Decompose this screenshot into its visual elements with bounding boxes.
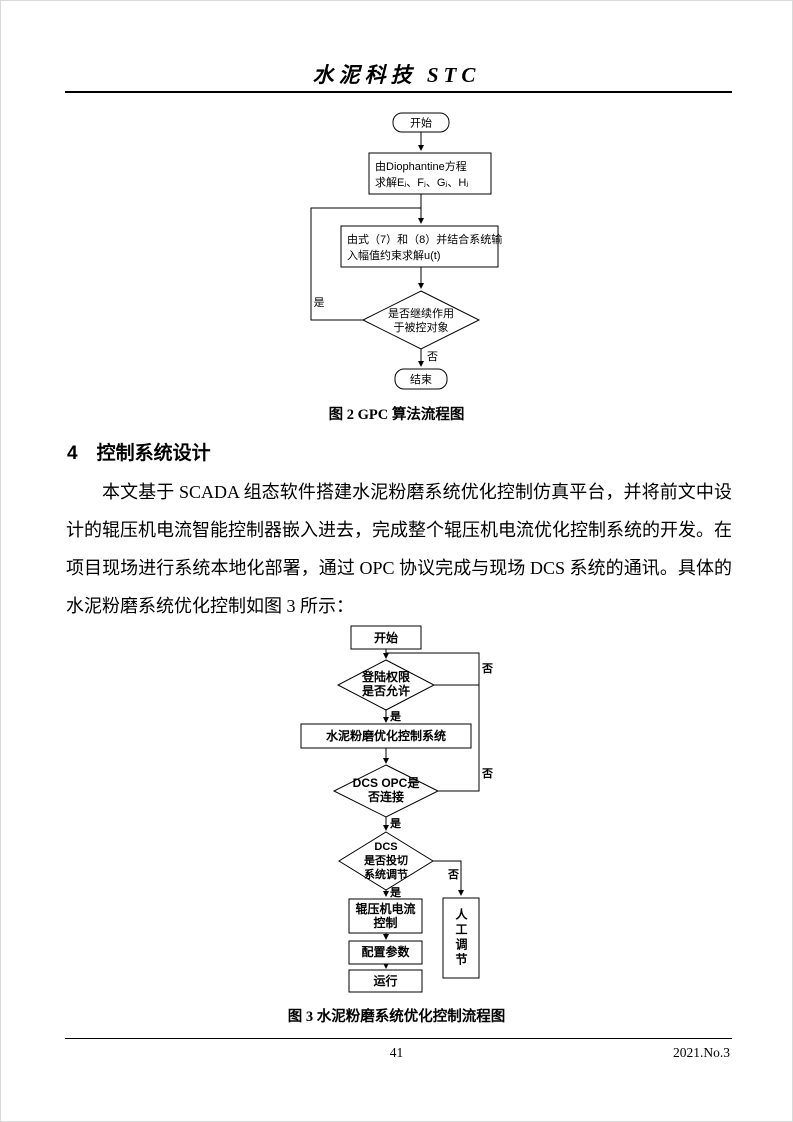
- fc2-config-box: [348, 940, 423, 965]
- fc2-switch-label-line3: 系统调节: [364, 867, 408, 881]
- fc2-opc-decision-diamond: [332, 764, 440, 818]
- figure2-flowchart-canvas: 开始 由Diophantine方程 求解Eⱼ、Fⱼ、Gⱼ、Hⱼ 由式（7）和（8…: [310, 112, 502, 390]
- footer-issue-number: 2021.No.3: [673, 1045, 730, 1060]
- fc2-login-yes-label: 是: [389, 710, 402, 723]
- fc2-switch-label-line1: DCS: [374, 841, 397, 853]
- fc2-switch-decision-diamond: [338, 831, 434, 891]
- fc2-system-process-box: [300, 723, 472, 749]
- figure3-flowchart-canvas: 开始 登陆权限 是否允许 否 是 水泥粉磨优化控制系统 DCS OPC是 否连接…: [300, 625, 493, 993]
- fc2-start-label: 开始: [374, 630, 398, 645]
- fc1-decision-label-line2: 于被控对象: [394, 320, 449, 334]
- figure2-flowchart: 开始 由Diophantine方程 求解Eⱼ、Fⱼ、Gⱼ、Hⱼ 由式（7）和（8…: [291, 106, 521, 396]
- figure3-caption: 图 3 水泥粉磨系统优化控制流程图: [287, 1009, 506, 1025]
- fc2-login-decision-diamond: [336, 659, 436, 711]
- fc2-login-no-label: 否: [481, 662, 493, 675]
- fc2-manual-adjust-label: 人工调节: [454, 907, 468, 968]
- fc2-run-label: 运行: [373, 973, 397, 988]
- fc1-start-terminator: [392, 112, 450, 133]
- fc1-compute-label-line2: 入幅值约束求解u(t): [347, 248, 441, 262]
- fc2-start-box: [350, 625, 422, 650]
- header-rule: [65, 91, 732, 93]
- fc2-system-label: 水泥粉磨优化控制系统: [326, 728, 446, 743]
- journal-title: 水泥科技 STC: [312, 63, 481, 87]
- section4-heading: 4 控制系统设计: [67, 443, 211, 464]
- fc2-opc-label-line2: 否连接: [367, 789, 404, 804]
- section4-paragraph: 本文基于 SCADA 组态软件搭建水泥粉磨系统优化控制仿真平台，并将前文中设计的…: [66, 482, 732, 616]
- fc2-current-label-line1: 辊压机电流: [355, 901, 415, 916]
- fc2-config-label: 配置参数: [361, 944, 410, 959]
- fc2-login-label-line2: 是否允许: [361, 683, 410, 698]
- fc2-switch-label-line2: 是否投切: [363, 853, 408, 867]
- fc1-compute-label-line1: 由式（7）和（8）并结合系统输: [347, 232, 502, 246]
- fc2-current-control-box: [348, 898, 423, 934]
- fc1-yes-branch-label: 是: [314, 296, 325, 309]
- fc1-no-branch-label: 否: [427, 351, 438, 363]
- fc2-opc-yes-label: 是: [389, 817, 402, 830]
- fc2-login-label-line1: 登陆权限: [361, 669, 410, 684]
- fc2-run-box: [348, 969, 423, 993]
- fc1-yes-loop-line: [310, 207, 421, 321]
- figure2-caption: 图 2 GPC 算法流程图: [328, 407, 465, 423]
- fc1-end-label: 结束: [410, 373, 432, 386]
- fc1-decision-label-line1: 是否继续作用: [388, 306, 454, 320]
- fc2-switch-no-branch-line: [433, 860, 464, 896]
- figure3-flowchart: 开始 登陆权限 是否允许 否 是 水泥粉磨优化控制系统 DCS OPC是 否连接…: [281, 619, 501, 999]
- fc1-solve-label-line2: 求解Eⱼ、Fⱼ、Gⱼ、Hⱼ: [375, 175, 468, 189]
- footer-page-number: 41: [389, 1045, 404, 1060]
- fc2-current-label-line2: 控制: [373, 915, 397, 930]
- fc1-compute-process-box: [340, 225, 499, 268]
- footer-rule: [65, 1038, 732, 1039]
- fc1-solve-process-box: [368, 152, 492, 195]
- fc1-solve-label-line1: 由Diophantine方程: [375, 159, 467, 173]
- fc2-switch-yes-label: 是: [389, 886, 402, 899]
- fc2-opc-no-loop-line: [438, 685, 480, 792]
- fc1-start-label: 开始: [410, 116, 432, 130]
- fc2-login-no-loop-line: [386, 652, 480, 686]
- fc2-switch-no-label: 否: [447, 868, 459, 881]
- fc2-opc-label-line1: DCS OPC是: [353, 776, 421, 790]
- fc2-opc-no-label: 否: [481, 767, 493, 780]
- fc2-manual-adjust-box: [442, 897, 480, 979]
- fc1-continue-decision-diamond: [361, 290, 481, 350]
- fc1-end-terminator: [394, 368, 448, 390]
